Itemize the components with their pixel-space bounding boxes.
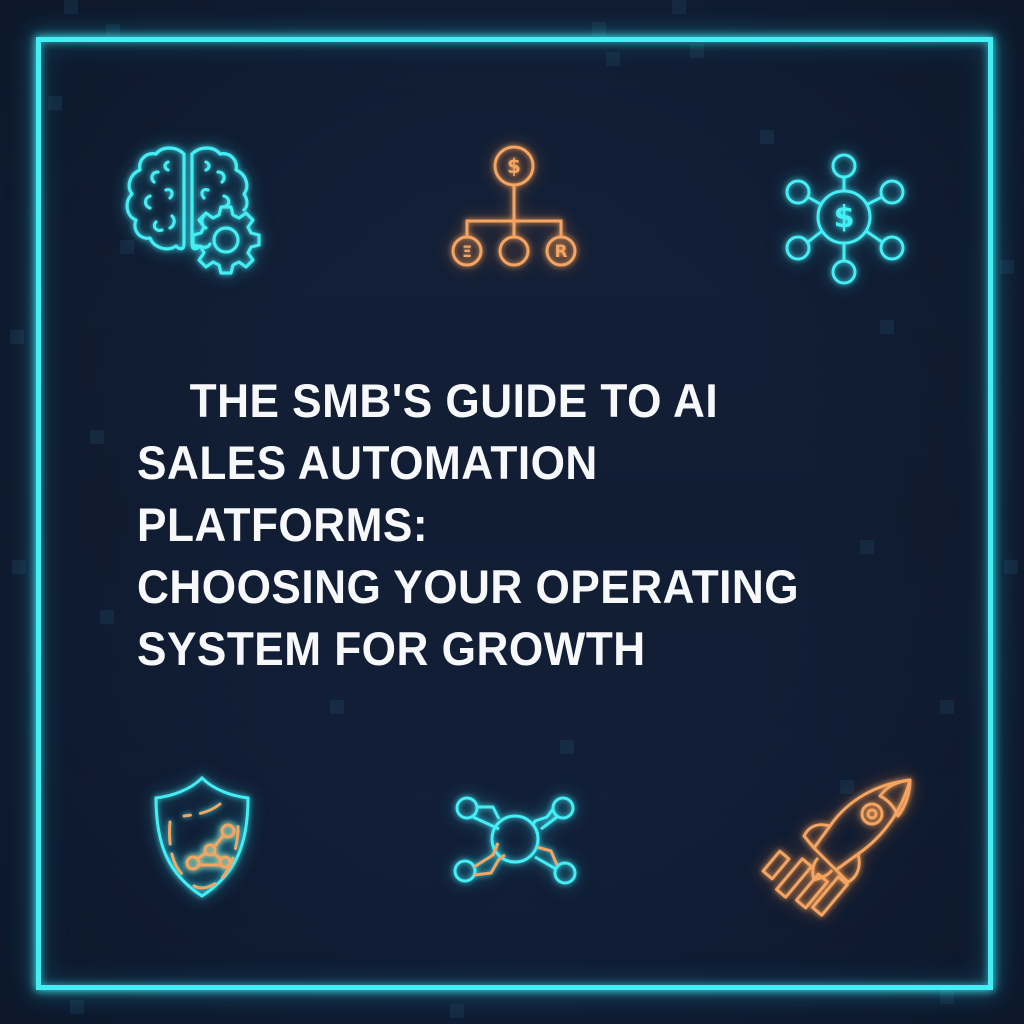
shield-analytics-icon (150, 774, 254, 900)
dollar-network-hub-icon: $ (782, 152, 908, 286)
svg-text:$: $ (507, 154, 521, 178)
title-line-5: SYSTEM FOR GROWTH (137, 622, 646, 675)
rocket-growth-chart-icon (756, 774, 916, 917)
neon-frame (36, 37, 993, 990)
brain-gear-icon (118, 140, 263, 275)
svg-text:Ξ: Ξ (462, 242, 472, 261)
svg-text:R: R (554, 242, 567, 262)
page-title: THE SMB'S GUIDE TO AI SALES AUTOMATION P… (137, 370, 889, 680)
currency-hierarchy-icon: $ Ξ R (448, 145, 582, 267)
title-line-1: THE SMB'S GUIDE TO AI (189, 374, 719, 427)
svg-text:$: $ (834, 200, 855, 235)
title-line-3: PLATFORMS: (137, 498, 429, 551)
title-line-4: CHOOSING YOUR OPERATING (137, 560, 800, 613)
connected-nodes-hub-icon (453, 795, 577, 885)
title-line-2: SALES AUTOMATION (137, 436, 598, 489)
